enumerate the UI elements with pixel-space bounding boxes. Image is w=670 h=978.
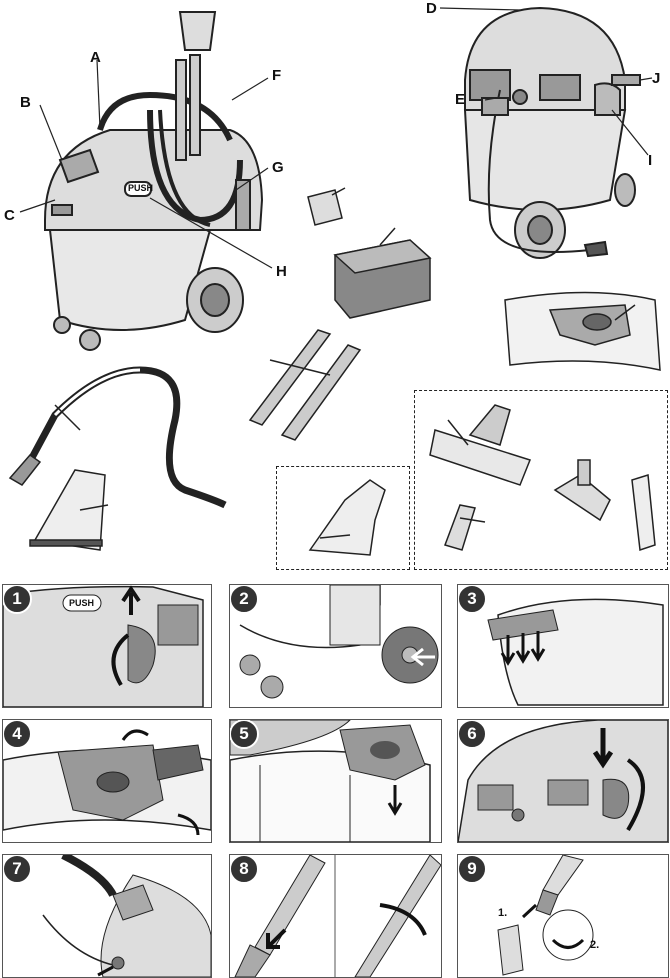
step-panel-7: 7 <box>2 854 212 978</box>
label-J: J <box>652 70 661 87</box>
step-6-illustration <box>458 720 668 842</box>
step-panel-3: 3 <box>457 584 669 708</box>
step-number-7: 7 <box>3 855 32 884</box>
label-C: C <box>4 207 15 224</box>
label-E: E <box>455 91 466 108</box>
label-G: G <box>272 159 284 176</box>
step-number-6: 6 <box>458 720 487 749</box>
label-H: H <box>276 263 287 280</box>
step-number-4: 4 <box>3 720 32 749</box>
crevice-nozzle <box>631 474 656 552</box>
step-panel-8: 8 <box>229 854 442 978</box>
upholstery-nozzle-box <box>276 466 410 570</box>
step-9-sub-1: 1. <box>498 907 508 919</box>
adapter <box>444 504 476 551</box>
step-number-9: 9 <box>458 855 487 884</box>
step-1-illustration <box>3 585 204 707</box>
step-number-3: 3 <box>458 585 487 614</box>
push-button-label: PUSH <box>128 183 154 193</box>
step-5-illustration <box>230 720 431 842</box>
step-9-illustration <box>497 855 594 976</box>
step-3-illustration <box>487 598 664 706</box>
step-number-2: 2 <box>230 585 259 614</box>
step-panel-9: 1. 2. 9 <box>457 854 669 978</box>
main-vacuum-body <box>44 129 264 231</box>
label-D: D <box>426 0 437 17</box>
floor-nozzle <box>429 429 531 486</box>
step-panel-5: 5 <box>229 719 442 843</box>
label-B: B <box>20 94 31 111</box>
step-number-8: 8 <box>230 855 259 884</box>
step-panel-6: 6 <box>457 719 669 843</box>
label-F: F <box>272 67 282 84</box>
foam-filter <box>307 189 343 226</box>
step-4-illustration <box>3 729 211 836</box>
spray-hose <box>16 366 227 509</box>
step-1-push-label: PUSH <box>69 598 95 608</box>
step-panel-4: 4 <box>2 719 212 843</box>
step-9-sub-2: 2. <box>590 939 600 951</box>
step-panel-1: PUSH 1 <box>2 584 212 708</box>
spray-nozzle <box>33 469 106 551</box>
overview-illustration <box>8 6 661 556</box>
label-A: A <box>90 49 101 66</box>
upholstery-nozzle <box>308 479 386 556</box>
step-2-illustration <box>239 585 439 699</box>
step-7-illustration <box>42 855 211 977</box>
step-panel-2: 2 <box>229 584 442 708</box>
accessory-kit-box <box>414 390 668 570</box>
step-number-5: 5 <box>230 720 259 749</box>
label-I: I <box>648 152 653 169</box>
extension-tube-1 <box>248 329 332 426</box>
extension-tube-2 <box>280 344 362 441</box>
step-number-1: 1 <box>3 585 32 614</box>
step-8-illustration <box>234 855 441 977</box>
small-nozzle <box>553 474 611 522</box>
